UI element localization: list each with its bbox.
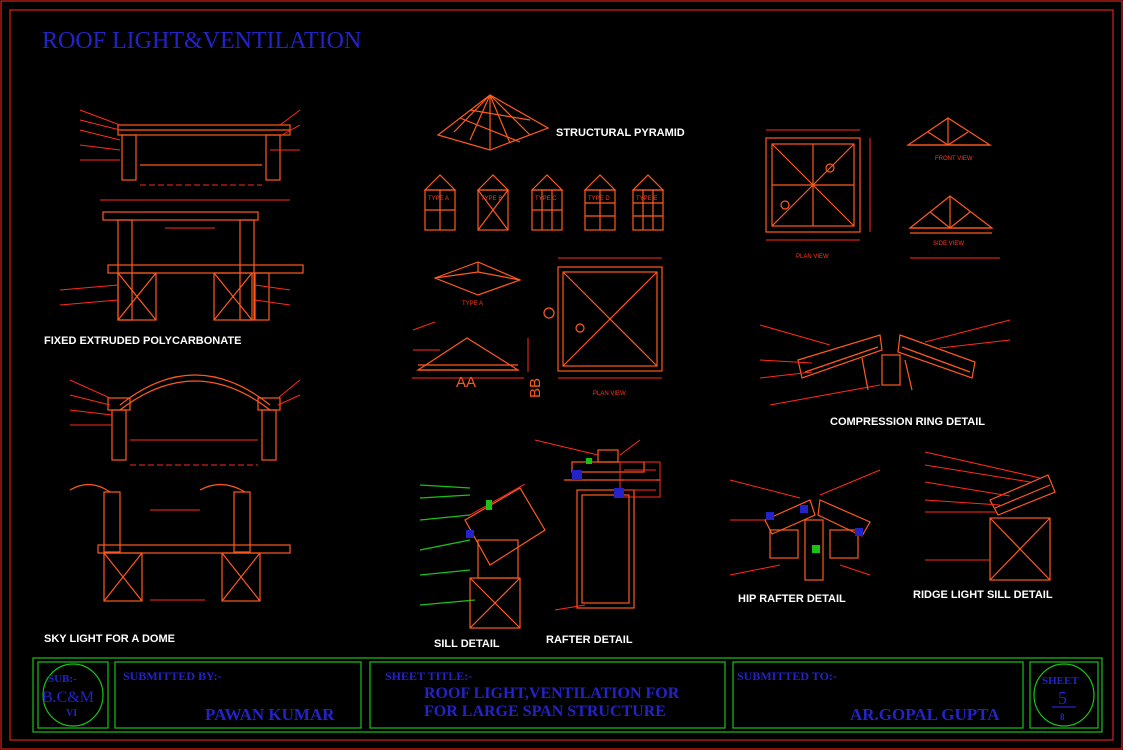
label-type-b: TYPE B	[481, 196, 502, 202]
pyramid-type-b	[476, 174, 510, 231]
label-type-d: TYPE D	[588, 196, 610, 202]
type-a-iso	[433, 261, 522, 296]
label-ridge-light-sill: RIDGE LIGHT SILL DETAIL	[913, 589, 1053, 601]
inner-border	[9, 9, 1114, 741]
rafter-detail	[534, 439, 661, 611]
label-type-a: TYPE A	[428, 196, 449, 202]
label-aa: AA	[456, 374, 476, 391]
label-structural-pyramid: STRUCTURAL PYRAMID	[556, 127, 685, 139]
pyramid-type-d	[583, 174, 617, 231]
sheet-number: 5	[1058, 688, 1067, 708]
label-compression-ring: COMPRESSION RING DETAIL	[830, 416, 985, 428]
plan-view-center	[543, 257, 663, 379]
label-sky-light-dome: SKY LIGHT FOR A DOME	[44, 633, 175, 645]
ridge-light-sill-detail	[924, 451, 1056, 581]
label-rafter-detail: RAFTER DETAIL	[546, 634, 633, 646]
label-front-view: FRONT VIEW	[935, 156, 973, 162]
front-view	[906, 117, 993, 146]
label-fixed-polycarbonate: FIXED EXTRUDED POLYCARBONATE	[44, 335, 241, 347]
fixed-polycarbonate-detail	[59, 109, 304, 321]
label-type-e: TYPE E	[636, 196, 657, 202]
label-sill-detail: SILL DETAIL	[434, 638, 500, 650]
structural-pyramid-iso	[436, 94, 550, 151]
label-plan-view-right: PLAN VIEW	[796, 254, 829, 260]
dome-skylight-detail	[69, 374, 301, 602]
pyramid-types	[423, 174, 665, 231]
label-plan-view-center: PLAN VIEW	[593, 391, 626, 397]
sheet-title-line1: ROOF LIGHT,VENTILATION FOR	[424, 685, 680, 702]
submitted-to-label: SUBMITTED TO:-	[737, 669, 837, 683]
sheet-label: SHEET	[1042, 675, 1079, 687]
pyramid-type-e	[631, 174, 665, 231]
submitted-to-value: AR.GOPAL GUPTA	[850, 705, 1000, 724]
pyramid-type-a	[423, 174, 457, 231]
sheet-total: 8	[1060, 712, 1065, 722]
elevation-aa	[412, 321, 529, 379]
sub-value: B.C&M	[42, 689, 94, 706]
label-bb: BB	[527, 378, 544, 398]
sub-sem: VI	[66, 708, 77, 719]
title-block	[32, 657, 1103, 733]
label-hip-rafter: HIP RAFTER DETAIL	[738, 593, 846, 605]
pyramid-type-c	[530, 174, 564, 231]
compression-ring-detail	[759, 319, 1011, 406]
submitted-by-label: SUBMITTED BY:-	[123, 669, 222, 683]
sheet-main-title: ROOF LIGHT&VENTILATION	[42, 28, 361, 54]
sheet-title-line2: FOR LARGE SPAN STRUCTURE	[424, 703, 666, 720]
label-type-c: TYPE C	[535, 196, 557, 202]
sub-label: SUB:-	[48, 673, 77, 685]
sill-detail	[419, 483, 546, 629]
submitted-by-value: PAWAN KUMAR	[205, 705, 335, 724]
sheet-title-label: SHEET TITLE:-	[385, 669, 472, 683]
plan-view-right	[765, 129, 871, 241]
label-type-a-iso: TYPE A	[462, 301, 483, 307]
label-side-view: SIDE VIEW	[933, 241, 964, 247]
side-view	[908, 195, 1000, 259]
hip-rafter-detail	[729, 469, 881, 581]
